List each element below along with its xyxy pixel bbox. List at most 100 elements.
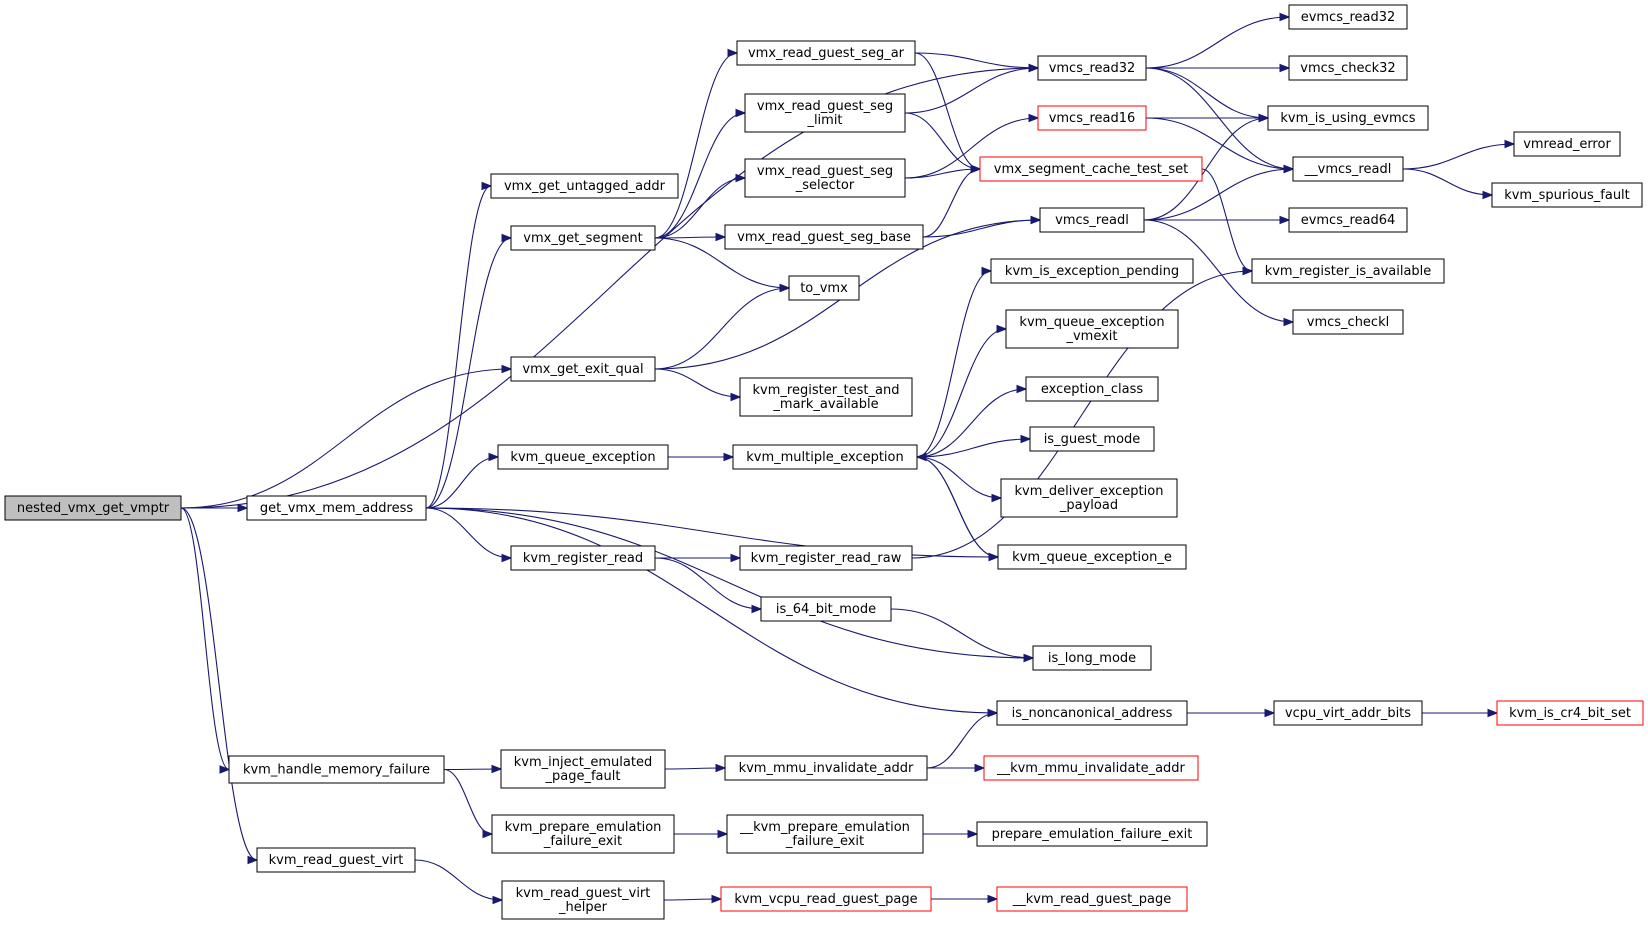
node-box-kvm-spurious-fault <box>1491 182 1643 208</box>
node-label-vmcs-readl: vmcs_readl <box>1055 213 1129 228</box>
node-vmx-read-guest-seg-base[interactable]: vmx_read_guest_seg_base <box>724 224 924 250</box>
node-label-kvm-register-test-and-mark-available-line-2: _mark_available <box>772 397 878 412</box>
node-vmcs-check32[interactable]: vmcs_check32 <box>1288 55 1408 81</box>
node-evmcs-read32[interactable]: evmcs_read32 <box>1288 4 1408 30</box>
node-vcpu-virt-addr-bits[interactable]: vcpu_virt_addr_bits <box>1273 700 1423 726</box>
edge-kvm-queue-exception-e-to-kvm-multiple-exception <box>916 456 999 558</box>
node-kvm-register-is-available[interactable]: kvm_register_is_available <box>1251 258 1445 284</box>
node-vmread-error[interactable]: vmread_error <box>1513 131 1621 157</box>
arrowhead-kvm-handle-memory-failure <box>219 765 231 774</box>
node-box-vmcs-readl <box>1039 207 1145 233</box>
node-get-vmx-mem-address[interactable]: get_vmx_mem_address <box>246 495 427 521</box>
arrowhead-vmcs-readl <box>1030 215 1042 225</box>
node-box-kvm-mmu-invalidate-addr <box>983 755 1199 781</box>
arrowhead-kvm-mmu-invalidate-addr <box>974 763 986 773</box>
arrowhead-vcpu-virt-addr-bits <box>1264 708 1276 718</box>
edge-vmx-read-guest-seg-ar-to-vmcs-read32 <box>914 52 1039 69</box>
node-label-vmx-read-guest-seg-selector-line-1: vmx_read_guest_seg <box>757 164 893 179</box>
arrowhead-kvm-queue-exception-vmexit <box>996 324 1008 334</box>
node-kvm-deliver-exception-payload[interactable]: kvm_deliver_exception_payload <box>1000 478 1178 518</box>
node-kvm-read-guest-page[interactable]: __kvm_read_guest_page <box>996 886 1188 912</box>
node-vmx-read-guest-seg-selector[interactable]: vmx_read_guest_seg_selector <box>744 158 906 198</box>
node-box-kvm-inject-emulated-page-fault <box>500 749 666 789</box>
node-label-is-guest-mode: is_guest_mode <box>1044 432 1141 447</box>
node-box-is-long-mode <box>1032 645 1152 671</box>
node-vmcs-read32[interactable]: vmcs_read32 <box>1037 55 1147 81</box>
node-is-guest-mode[interactable]: is_guest_mode <box>1029 426 1155 452</box>
arrowhead-kvm-queue-exception <box>488 452 500 462</box>
arrowhead-vmcs-read16 <box>1028 113 1040 123</box>
node-to-vmx[interactable]: to_vmx <box>788 275 860 301</box>
node-box-kvm-mmu-invalidate-addr <box>724 755 928 781</box>
node-label-kvm-read-guest-virt-helper-line-1: kvm_read_guest_virt <box>516 886 651 901</box>
arrowhead-vmx-read-guest-seg-selector <box>735 173 747 183</box>
node-is-noncanonical-address[interactable]: is_noncanonical_address <box>996 700 1188 726</box>
node-vmx-read-guest-seg-ar[interactable]: vmx_read_guest_seg_ar <box>736 40 916 66</box>
node-vmx-segment-cache-test-set[interactable]: vmx_segment_cache_test_set <box>979 156 1203 182</box>
node-exception-class[interactable]: exception_class <box>1025 376 1159 402</box>
node-label-vmx-read-guest-seg-base: vmx_read_guest_seg_base <box>737 230 911 245</box>
node-box-vmx-read-guest-seg-base <box>724 224 924 250</box>
node-kvm-inject-emulated-page-fault[interactable]: kvm_inject_emulated_page_fault <box>500 749 666 789</box>
node-prepare-emulation-failure-exit[interactable]: prepare_emulation_failure_exit <box>976 821 1208 847</box>
arrowhead-is-long-mode <box>1023 653 1035 663</box>
node-vmx-get-exit-qual[interactable]: vmx_get_exit_qual <box>510 356 656 382</box>
node-box-get-vmx-mem-address <box>246 495 427 521</box>
node-box-kvm-deliver-exception-payload <box>1000 478 1178 518</box>
node-nested-vmx-get-vmptr[interactable]: nested_vmx_get_vmptr <box>4 495 182 521</box>
node-kvm-register-read-raw[interactable]: kvm_register_read_raw <box>739 545 913 571</box>
edge-vmx-read-guest-seg-selector-to-vmcs-read16 <box>904 117 1039 179</box>
edge-kvm-handle-memory-failure-to-kvm-prepare-emulation-failure-exit <box>443 768 493 835</box>
node-vmx-read-guest-seg-limit[interactable]: vmx_read_guest_seg_limit <box>744 93 906 133</box>
node-box-vmx-get-segment <box>510 225 656 251</box>
node-vmcs-read16[interactable]: vmcs_read16 <box>1037 105 1147 131</box>
node-vmcs-readl[interactable]: __vmcs_readl <box>1292 156 1404 182</box>
node-is-64-bit-mode[interactable]: is_64_bit_mode <box>760 596 892 622</box>
edge-kvm-read-guest-virt-to-kvm-read-guest-virt-helper <box>414 859 503 901</box>
node-label-vmx-read-guest-seg-selector-line-2: _selector <box>795 178 855 193</box>
node-kvm-handle-memory-failure[interactable]: kvm_handle_memory_failure <box>228 755 445 784</box>
node-kvm-read-guest-virt-helper[interactable]: kvm_read_guest_virt_helper <box>501 880 665 920</box>
node-kvm-mmu-invalidate-addr[interactable]: __kvm_mmu_invalidate_addr <box>983 755 1199 781</box>
node-label-kvm-register-read-raw: kvm_register_read_raw <box>751 551 902 566</box>
node-label-to-vmx: to_vmx <box>800 281 848 296</box>
node-kvm-spurious-fault[interactable]: kvm_spurious_fault <box>1491 182 1643 208</box>
arrowhead-vmx-read-guest-seg-base <box>715 232 727 242</box>
node-label-vmx-read-guest-seg-limit-line-2: _limit <box>806 113 842 128</box>
node-label-kvm-vcpu-read-guest-page: kvm_vcpu_read_guest_page <box>734 892 917 907</box>
node-kvm-queue-exception-e[interactable]: kvm_queue_exception_e <box>997 544 1187 570</box>
edge-kvm-multiple-exception-to-kvm-deliver-exception-payload <box>916 456 1002 499</box>
node-kvm-queue-exception-vmexit[interactable]: kvm_queue_exception_vmexit <box>1005 309 1179 349</box>
node-label-kvm-register-read: kvm_register_read <box>523 551 643 566</box>
node-is-long-mode[interactable]: is_long_mode <box>1032 645 1152 671</box>
node-label-kvm-read-guest-page: __kvm_read_guest_page <box>1012 892 1172 907</box>
node-kvm-register-read[interactable]: kvm_register_read <box>510 545 656 571</box>
node-vmcs-readl[interactable]: vmcs_readl <box>1039 207 1145 233</box>
node-kvm-vcpu-read-guest-page[interactable]: kvm_vcpu_read_guest_page <box>720 886 932 912</box>
node-kvm-is-exception-pending[interactable]: kvm_is_exception_pending <box>990 258 1194 284</box>
node-vmx-get-segment[interactable]: vmx_get_segment <box>510 225 656 251</box>
arrowhead-vmcs-read32 <box>1028 63 1040 73</box>
arrowhead-evmcs-read32 <box>1279 12 1291 22</box>
node-kvm-prepare-emulation-failure-exit[interactable]: kvm_prepare_emulation_failure_exit <box>491 814 675 854</box>
node-kvm-prepare-emulation-failure-exit[interactable]: __kvm_prepare_emulation_failure_exit <box>726 814 924 854</box>
node-vmcs-checkl[interactable]: vmcs_checkl <box>1292 309 1404 335</box>
node-kvm-register-test-and-mark-available[interactable]: kvm_register_test_and_mark_available <box>739 377 913 417</box>
node-evmcs-read64[interactable]: evmcs_read64 <box>1288 207 1408 233</box>
node-kvm-is-using-evmcs[interactable]: kvm_is_using_evmcs <box>1267 105 1429 131</box>
arrowhead-vmx-segment-cache-test-set <box>970 164 982 174</box>
node-kvm-read-guest-virt[interactable]: kvm_read_guest_virt <box>256 847 416 873</box>
node-box-kvm-read-guest-page <box>996 886 1188 912</box>
arrowhead-vmcs-checkl <box>1283 317 1295 327</box>
node-vmx-get-untagged-addr[interactable]: vmx_get_untagged_addr <box>490 173 679 199</box>
node-box-vmcs-readl <box>1292 156 1404 182</box>
node-box-kvm-is-cr4-bit-set <box>1496 700 1644 726</box>
node-kvm-queue-exception[interactable]: kvm_queue_exception <box>497 444 669 470</box>
node-kvm-is-cr4-bit-set[interactable]: kvm_is_cr4_bit_set <box>1496 700 1644 726</box>
node-box-vmx-get-untagged-addr <box>490 173 679 199</box>
node-box-evmcs-read32 <box>1288 4 1408 30</box>
arrowhead-vmcs-check32 <box>1279 63 1291 73</box>
node-kvm-mmu-invalidate-addr[interactable]: kvm_mmu_invalidate_addr <box>724 755 928 781</box>
node-kvm-multiple-exception[interactable]: kvm_multiple_exception <box>732 444 918 470</box>
node-label-vcpu-virt-addr-bits: vcpu_virt_addr_bits <box>1285 706 1411 721</box>
